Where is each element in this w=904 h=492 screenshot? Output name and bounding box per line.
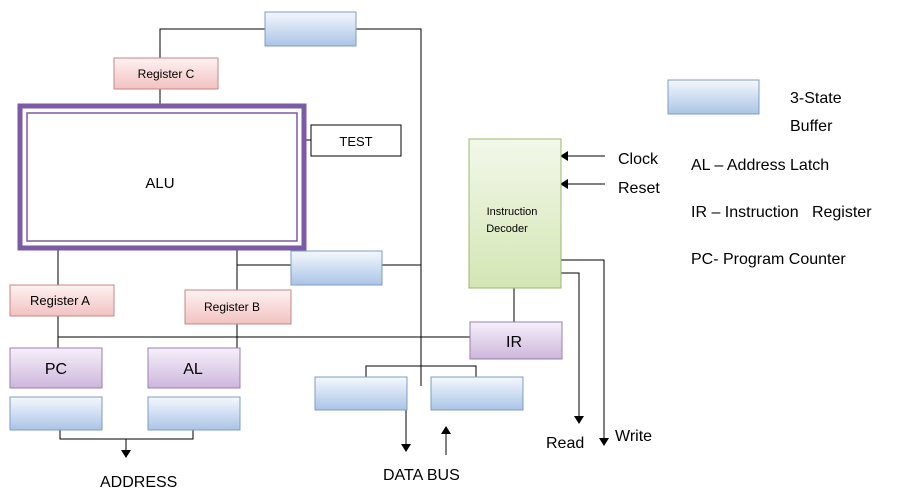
alu-inner-border bbox=[26, 112, 298, 242]
alu-block bbox=[17, 103, 307, 251]
wire-read bbox=[561, 272, 580, 418]
buffer-mid bbox=[290, 250, 383, 286]
data-in-arrow-icon bbox=[441, 426, 451, 434]
alu-label: ALU bbox=[145, 175, 174, 192]
read-arrow-icon bbox=[574, 416, 584, 424]
reset-arrow-icon bbox=[560, 179, 568, 189]
ir-block bbox=[469, 321, 563, 360]
write-label: Write bbox=[615, 428, 652, 445]
wire-address-merge bbox=[59, 430, 194, 440]
wire-write bbox=[561, 259, 605, 440]
buffer-al bbox=[147, 396, 241, 431]
legend-buffer-swatch bbox=[667, 79, 760, 115]
legend-buffer-label-line2: Buffer bbox=[790, 118, 833, 135]
legend-ir: IR – Instruction Register bbox=[691, 204, 872, 221]
buffer-data-out bbox=[314, 376, 408, 411]
wires bbox=[57, 28, 609, 458]
register-b-block bbox=[184, 289, 292, 325]
buffer-data-in bbox=[430, 376, 524, 411]
clock-label: Clock bbox=[618, 151, 659, 168]
clock-arrow-icon bbox=[560, 151, 568, 161]
data-bus-label: DATA BUS bbox=[383, 467, 460, 484]
buffer-pc bbox=[9, 396, 103, 431]
register-a-block bbox=[9, 284, 115, 317]
address-label: ADDRESS bbox=[100, 474, 177, 491]
reset-label: Reset bbox=[618, 180, 660, 197]
pc-label: PC bbox=[45, 361, 67, 378]
al-label: AL bbox=[183, 361, 203, 378]
data-out-arrow-icon bbox=[401, 444, 411, 452]
write-arrow-icon bbox=[599, 438, 609, 446]
legend: 3-State Buffer AL – Address Latch IR – I… bbox=[691, 90, 872, 268]
address-arrow-icon bbox=[121, 450, 131, 458]
read-label: Read bbox=[546, 435, 584, 452]
ir-label: IR bbox=[506, 334, 522, 351]
register-c-block bbox=[113, 57, 219, 90]
instruction-decoder-label-line1: Instruction bbox=[487, 206, 538, 218]
register-a-label: Register A bbox=[30, 293, 90, 308]
legend-al: AL – Address Latch bbox=[691, 157, 829, 174]
wire-regc-to-top-buffer bbox=[159, 28, 265, 58]
legend-pc: PC- Program Counter bbox=[691, 251, 846, 268]
register-c-label: Register C bbox=[138, 67, 195, 81]
register-b-label: Register B bbox=[204, 300, 260, 314]
wire-bus-to-data-buffers bbox=[365, 365, 477, 377]
al-block bbox=[147, 347, 241, 389]
instruction-decoder-label-line2: Decoder bbox=[486, 223, 528, 235]
wire-top-buffer-to-bus bbox=[356, 28, 422, 386]
legend-buffer-label-line1: 3-State bbox=[790, 90, 842, 107]
test-label: TEST bbox=[339, 134, 372, 149]
instruction-decoder-block bbox=[468, 138, 562, 289]
pc-block bbox=[9, 347, 103, 389]
buffer-top bbox=[264, 11, 357, 47]
test-block bbox=[310, 124, 402, 157]
